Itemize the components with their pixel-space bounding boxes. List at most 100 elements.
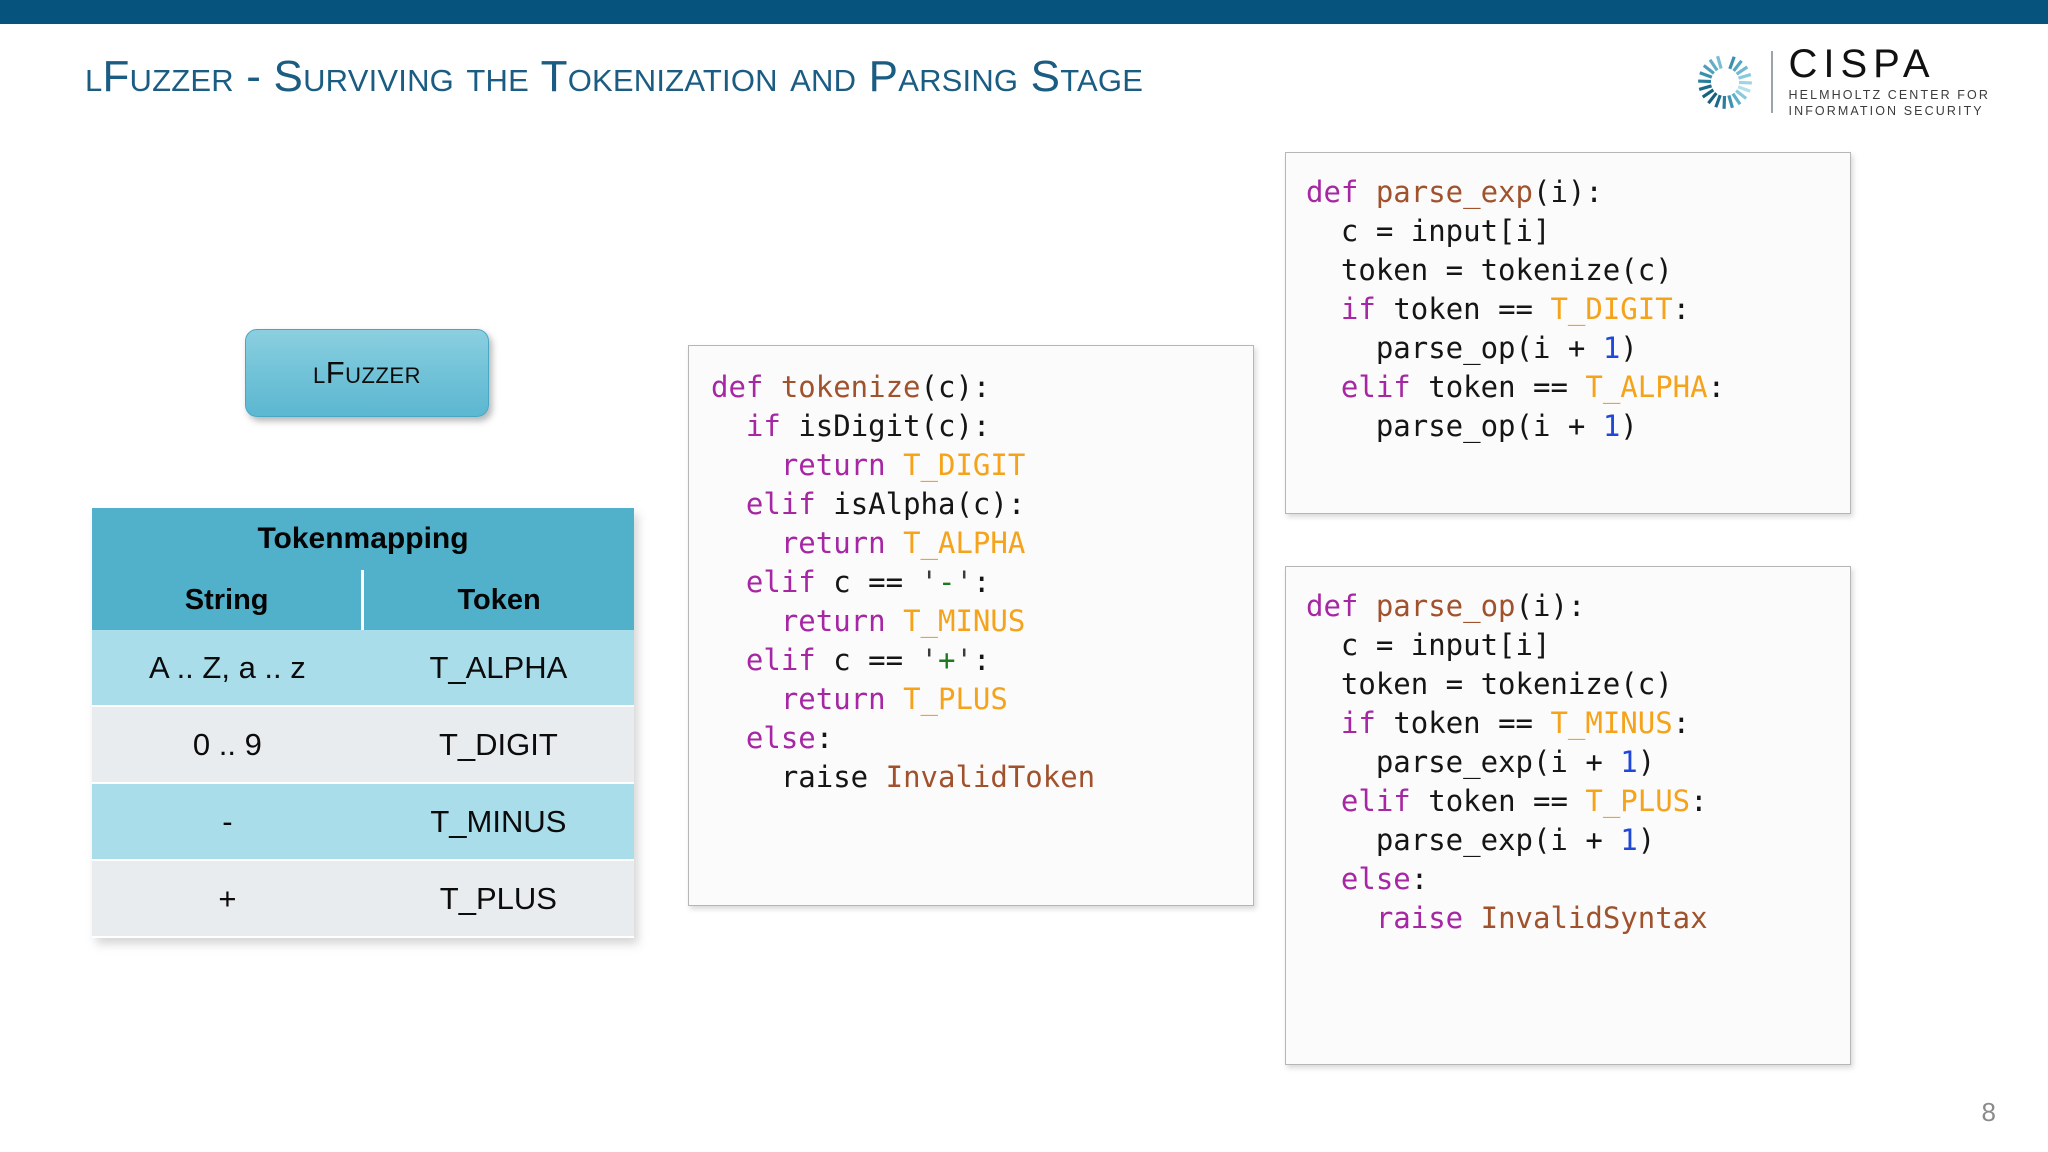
code-token: parse_exp xyxy=(1375,175,1533,209)
code-token: ) xyxy=(1620,331,1638,365)
column-header-token: Token xyxy=(362,570,634,630)
code-line: def parse_exp(i): xyxy=(1306,173,1830,212)
code-token: InvalidToken xyxy=(885,760,1096,794)
table-title-row: Tokenmapping xyxy=(92,508,634,570)
code-token: : xyxy=(1690,784,1708,818)
code-token xyxy=(711,409,746,443)
code-token xyxy=(711,565,746,599)
top-accent-bar xyxy=(0,0,2048,24)
code-token xyxy=(1306,901,1376,935)
code-line: return T_DIGIT xyxy=(711,446,1233,485)
cispa-logo: CISPA HELMHOLTZ CENTER FOR INFORMATION S… xyxy=(1693,44,1991,119)
code-token xyxy=(1306,784,1341,818)
code-token: c == xyxy=(833,643,921,677)
code-line: elif c == '+': xyxy=(711,641,1233,680)
code-token xyxy=(1306,706,1341,740)
code-token: T_PLUS xyxy=(1585,784,1691,818)
code-token: T_PLUS xyxy=(903,682,1008,716)
code-token: return xyxy=(780,526,904,560)
code-token: : xyxy=(1672,292,1691,326)
code-line: else: xyxy=(711,719,1233,758)
cell-string: A .. Z, a .. z xyxy=(92,630,363,707)
code-token: token = tokenize(c) xyxy=(1306,253,1673,287)
column-header-string: String xyxy=(92,570,365,630)
code-line: else: xyxy=(1306,860,1830,899)
table-row: 0 .. 9 T_DIGIT xyxy=(92,706,634,784)
code-token: c = input[i] xyxy=(1306,214,1551,248)
logo-tagline-line-2: INFORMATION SECURITY xyxy=(1788,103,1984,118)
code-line: return T_MINUS xyxy=(711,602,1233,641)
code-token: if xyxy=(1340,292,1394,326)
tokenmapping-title: Tokenmapping xyxy=(92,508,634,570)
code-token: token == xyxy=(1428,370,1586,404)
code-token: def xyxy=(1306,589,1376,623)
cell-string: + xyxy=(92,860,363,938)
code-token: def xyxy=(711,370,781,404)
code-line: token = tokenize(c) xyxy=(1306,251,1830,290)
code-line: if isDigit(c): xyxy=(711,407,1233,446)
code-token: (i): xyxy=(1515,589,1586,623)
code-token: elif xyxy=(1340,784,1429,818)
code-token: T_MINUS xyxy=(903,604,1026,638)
code-token: T_ALPHA xyxy=(903,526,1026,560)
code-line: c = input[i] xyxy=(1306,212,1830,251)
code-token: return xyxy=(780,604,904,638)
code-token xyxy=(711,526,781,560)
code-line: token = tokenize(c) xyxy=(1306,665,1830,704)
code-token xyxy=(711,682,781,716)
code-token xyxy=(1306,292,1341,326)
code-token: return xyxy=(780,682,904,716)
code-token: c = input[i] xyxy=(1306,628,1551,662)
code-token: parse_exp(i + xyxy=(1306,745,1621,779)
code-token: isDigit(c): xyxy=(798,409,991,443)
code-token xyxy=(711,643,746,677)
code-token: parse_exp(i + xyxy=(1306,823,1621,857)
cell-string: 0 .. 9 xyxy=(92,706,363,784)
code-line: elif c == '-': xyxy=(711,563,1233,602)
lfuzzer-node-label: lFuzzer xyxy=(313,355,421,390)
logo-tagline: HELMHOLTZ CENTER FOR INFORMATION SECURIT… xyxy=(1789,88,1991,119)
code-token: InvalidSyntax xyxy=(1480,901,1708,935)
page-number: 8 xyxy=(1981,1097,1996,1127)
code-token xyxy=(711,487,746,521)
code-token xyxy=(711,604,781,638)
code-token: if xyxy=(745,409,799,443)
code-token: return xyxy=(780,448,904,482)
code-token: ) xyxy=(1620,409,1638,443)
code-line: def tokenize(c): xyxy=(711,368,1233,407)
code-token: : xyxy=(1410,862,1429,896)
code-token: def xyxy=(1306,175,1376,209)
code-token xyxy=(711,760,781,794)
code-block-parse-op: def parse_op(i): c = input[i] token = to… xyxy=(1285,566,1851,1065)
code-token: elif xyxy=(1340,370,1429,404)
code-token: raise xyxy=(780,760,886,794)
code-line: raise InvalidToken xyxy=(711,758,1233,797)
code-token: 1 xyxy=(1620,745,1638,779)
code-token: : xyxy=(1707,370,1726,404)
code-token: ' xyxy=(920,643,939,677)
code-line: def parse_op(i): xyxy=(1306,587,1830,626)
tokenmapping-table-body: A .. Z, a .. z T_ALPHA 0 .. 9 T_DIGIT - … xyxy=(92,630,634,938)
logo-divider xyxy=(1770,51,1773,113)
code-token: parse_op xyxy=(1375,589,1516,623)
code-line: if token == T_DIGIT: xyxy=(1306,290,1830,329)
code-token: elif xyxy=(745,643,834,677)
code-line: parse_exp(i + 1) xyxy=(1306,743,1830,782)
code-line: return T_PLUS xyxy=(711,680,1233,719)
cell-token: T_MINUS xyxy=(362,783,634,861)
code-token: (c): xyxy=(920,370,991,404)
code-token: isAlpha(c): xyxy=(833,487,1026,521)
code-token: T_DIGIT xyxy=(903,448,1026,482)
table-row: A .. Z, a .. z T_ALPHA xyxy=(92,630,634,707)
code-block-parse-exp: def parse_exp(i): c = input[i] token = t… xyxy=(1285,152,1851,514)
table-row: + T_PLUS xyxy=(92,860,634,938)
cell-token: T_DIGIT xyxy=(362,706,634,784)
code-token: ' xyxy=(920,565,939,599)
code-token xyxy=(711,448,781,482)
code-token: parse_op(i + xyxy=(1306,331,1603,365)
cell-token: T_ALPHA xyxy=(362,630,634,707)
code-token: : xyxy=(972,565,991,599)
code-line: parse_op(i + 1) xyxy=(1306,407,1830,446)
cell-string: - xyxy=(92,783,363,861)
code-token: : xyxy=(1672,706,1691,740)
